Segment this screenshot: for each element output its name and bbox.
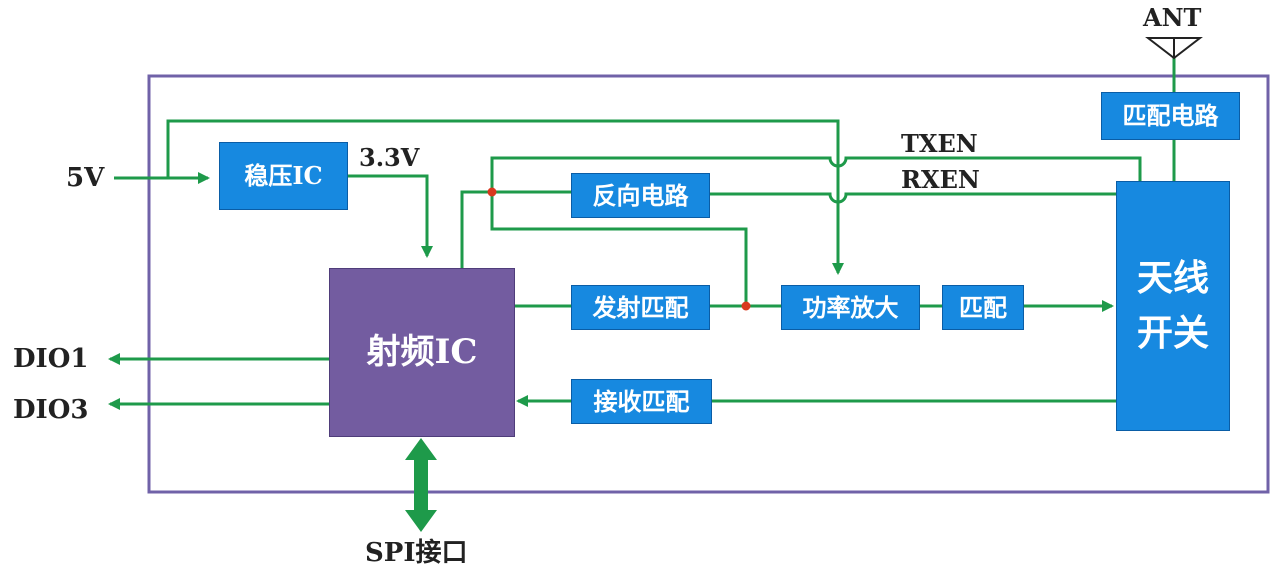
inverter-block: 反向电路	[571, 173, 710, 218]
txen-label: TXEN	[901, 129, 978, 158]
wire-5v-to-pa	[166, 119, 844, 275]
tx-match-block: 发射匹配	[571, 285, 710, 330]
antenna-match-block: 匹配电路	[1101, 92, 1240, 140]
module-frame	[147, 74, 1270, 494]
antenna-switch-block: 天线 开关	[1116, 181, 1230, 431]
pa-block: 功率放大	[781, 285, 920, 330]
junction-dot	[487, 187, 497, 197]
ant-label: ANT	[1143, 3, 1202, 32]
antenna-icon	[1145, 37, 1203, 60]
spi-interface-label: SPI接口	[365, 538, 468, 568]
antenna-switch-label-line1: 天线	[1136, 256, 1209, 299]
antenna-switch-label-line2: 开关	[1136, 312, 1209, 354]
regulator-block: 稳压IC	[219, 142, 348, 210]
rf-ic-block: 射频IC	[329, 268, 515, 437]
wire-txen	[490, 156, 1142, 192]
v33-label: 3.3V	[359, 143, 420, 172]
power-input-label: 5V	[66, 163, 105, 193]
wire-rxen	[710, 192, 1116, 204]
wire-ic-to-inverter	[460, 190, 571, 268]
wire-3v3	[348, 174, 433, 258]
match-block: 匹配	[942, 285, 1024, 330]
spi-double-arrow	[405, 438, 437, 532]
dio3-label: DIO3	[13, 395, 89, 425]
rxen-label: RXEN	[901, 165, 980, 194]
junction-dot	[741, 301, 751, 311]
rx-match-block: 接收匹配	[571, 379, 712, 424]
dio1-label: DIO1	[13, 344, 89, 374]
wire-enable-loop	[490, 192, 748, 306]
